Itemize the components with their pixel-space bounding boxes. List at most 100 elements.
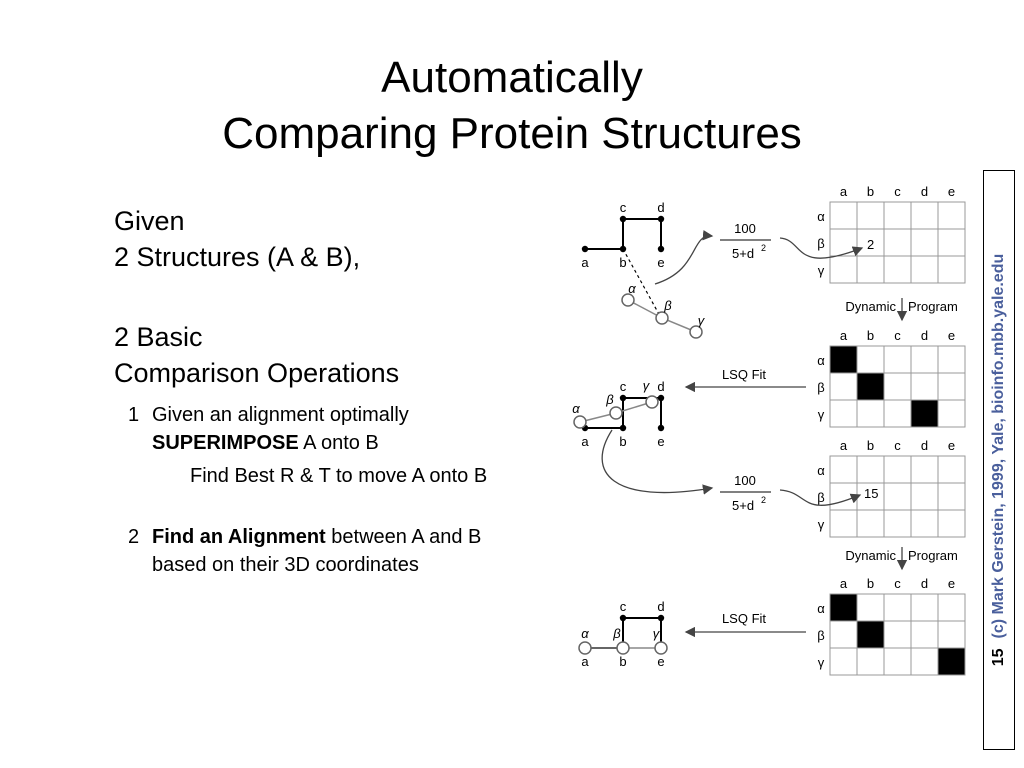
residue-label: γ — [698, 313, 706, 328]
flow-arrow — [779, 237, 864, 259]
sidebar: 15 (c) Mark Gerstein, 1999, Yale, bioinf… — [983, 170, 1015, 750]
operation-1-sub: Find Best R & T to move A onto B — [190, 462, 510, 490]
matrix-cell — [856, 345, 885, 374]
matrix-cell — [937, 345, 966, 374]
matrix-cell — [829, 509, 858, 538]
operation-1-sub-text: Find Best R & T to move A onto B — [190, 465, 488, 487]
formula-numerator: 100 — [734, 473, 756, 488]
comparison-label: Comparison Operations — [114, 358, 400, 388]
score-value-1: 2 — [867, 237, 874, 252]
operation-2-text: Find an Alignment between A and B based … — [152, 523, 512, 579]
column-label-a: a — [840, 328, 848, 343]
flow-arrow — [654, 230, 714, 285]
column-label-b: b — [867, 328, 874, 343]
matrix-cell — [910, 372, 939, 401]
matrix-cell — [883, 399, 912, 428]
matrix-cell — [883, 255, 912, 284]
matrix-cell — [829, 482, 858, 511]
residue-1 — [616, 641, 630, 655]
matrix-cell — [937, 372, 966, 401]
atom-label-b: b — [619, 434, 626, 449]
row-label: γ — [818, 655, 825, 670]
matrix-cell — [937, 593, 966, 622]
column-label-e: e — [948, 328, 955, 343]
matrix-cell — [829, 201, 858, 230]
atom-b — [619, 424, 627, 432]
row-label: β — [817, 490, 824, 505]
matrix-cell — [937, 399, 966, 428]
residue-label: γ — [653, 626, 661, 641]
operation-2-bold: Find an Alignment — [152, 526, 326, 548]
column-label-a: a — [840, 576, 848, 591]
row-label: β — [817, 236, 824, 251]
row-label: α — [817, 209, 825, 224]
column-label-e: e — [948, 438, 955, 453]
row-label: γ — [818, 407, 825, 422]
aligned-cell — [937, 647, 966, 676]
operation-1-post: A onto B — [298, 432, 379, 454]
dp-left: Dynamic — [845, 299, 896, 314]
operation-1-bold: SUPERIMPOSE — [152, 432, 299, 454]
aligned-cell — [856, 372, 885, 401]
body-text: Given 2 Structures (A & B), 2 Basic Comp… — [114, 203, 534, 391]
residue-2 — [689, 325, 703, 339]
structure-a-backbone — [585, 218, 662, 250]
matrix-cell — [883, 228, 912, 257]
matrix-cell — [910, 228, 939, 257]
matrix-cell — [937, 255, 966, 284]
dp-left: Dynamic — [845, 548, 896, 563]
atom-label-d: d — [657, 200, 664, 215]
matrix-cell — [883, 201, 912, 230]
matrix-cell — [937, 620, 966, 649]
matrix-cell — [856, 455, 885, 484]
column-label-d: d — [921, 438, 928, 453]
residue-label: β — [612, 626, 621, 641]
matrix-cell — [856, 399, 885, 428]
matrix-cell — [910, 201, 939, 230]
matrix-cell — [856, 255, 885, 284]
atom-label-c: c — [620, 379, 627, 394]
residue-label: α — [581, 626, 589, 641]
matrix-cell — [910, 620, 939, 649]
column-label-b: b — [867, 576, 874, 591]
structures-label: 2 Structures (A & B), — [114, 242, 361, 272]
page-number: 15 — [990, 648, 1007, 667]
matrix-cell — [883, 593, 912, 622]
atom-label-e: e — [657, 654, 664, 669]
matrix-cell — [883, 372, 912, 401]
operation-1-number: 1 — [128, 404, 140, 426]
matrix-cell — [883, 455, 912, 484]
matrix-cell — [910, 482, 939, 511]
given-label: Given — [114, 206, 185, 236]
formula-exponent: 2 — [761, 243, 766, 253]
atom-c — [619, 215, 627, 223]
copyright-text: (c) Mark Gerstein, 1999, Yale, bioinfo.m… — [990, 253, 1007, 639]
residue-label: α — [572, 401, 580, 416]
row-label: β — [817, 628, 824, 643]
basic-label: 2 Basic — [114, 322, 203, 352]
matrix-cell — [937, 201, 966, 230]
matrix-cell — [937, 228, 966, 257]
column-label-a: a — [840, 438, 848, 453]
column-label-d: d — [921, 576, 928, 591]
column-label-a: a — [840, 184, 848, 199]
residue-1 — [609, 406, 623, 420]
dynamic-program-label-2: Dynamic Program — [845, 547, 958, 571]
residue-label: β — [605, 392, 614, 407]
dp-right: Program — [908, 548, 958, 563]
atom-c — [619, 614, 627, 622]
atom-label-c: c — [620, 599, 627, 614]
column-label-b: b — [867, 184, 874, 199]
lsq-fit-label-2: LSQ Fit — [722, 611, 766, 626]
matrix-cell — [937, 509, 966, 538]
column-label-d: d — [921, 184, 928, 199]
matrix-cell — [883, 482, 912, 511]
atom-d — [657, 215, 665, 223]
column-label-c: c — [894, 328, 901, 343]
